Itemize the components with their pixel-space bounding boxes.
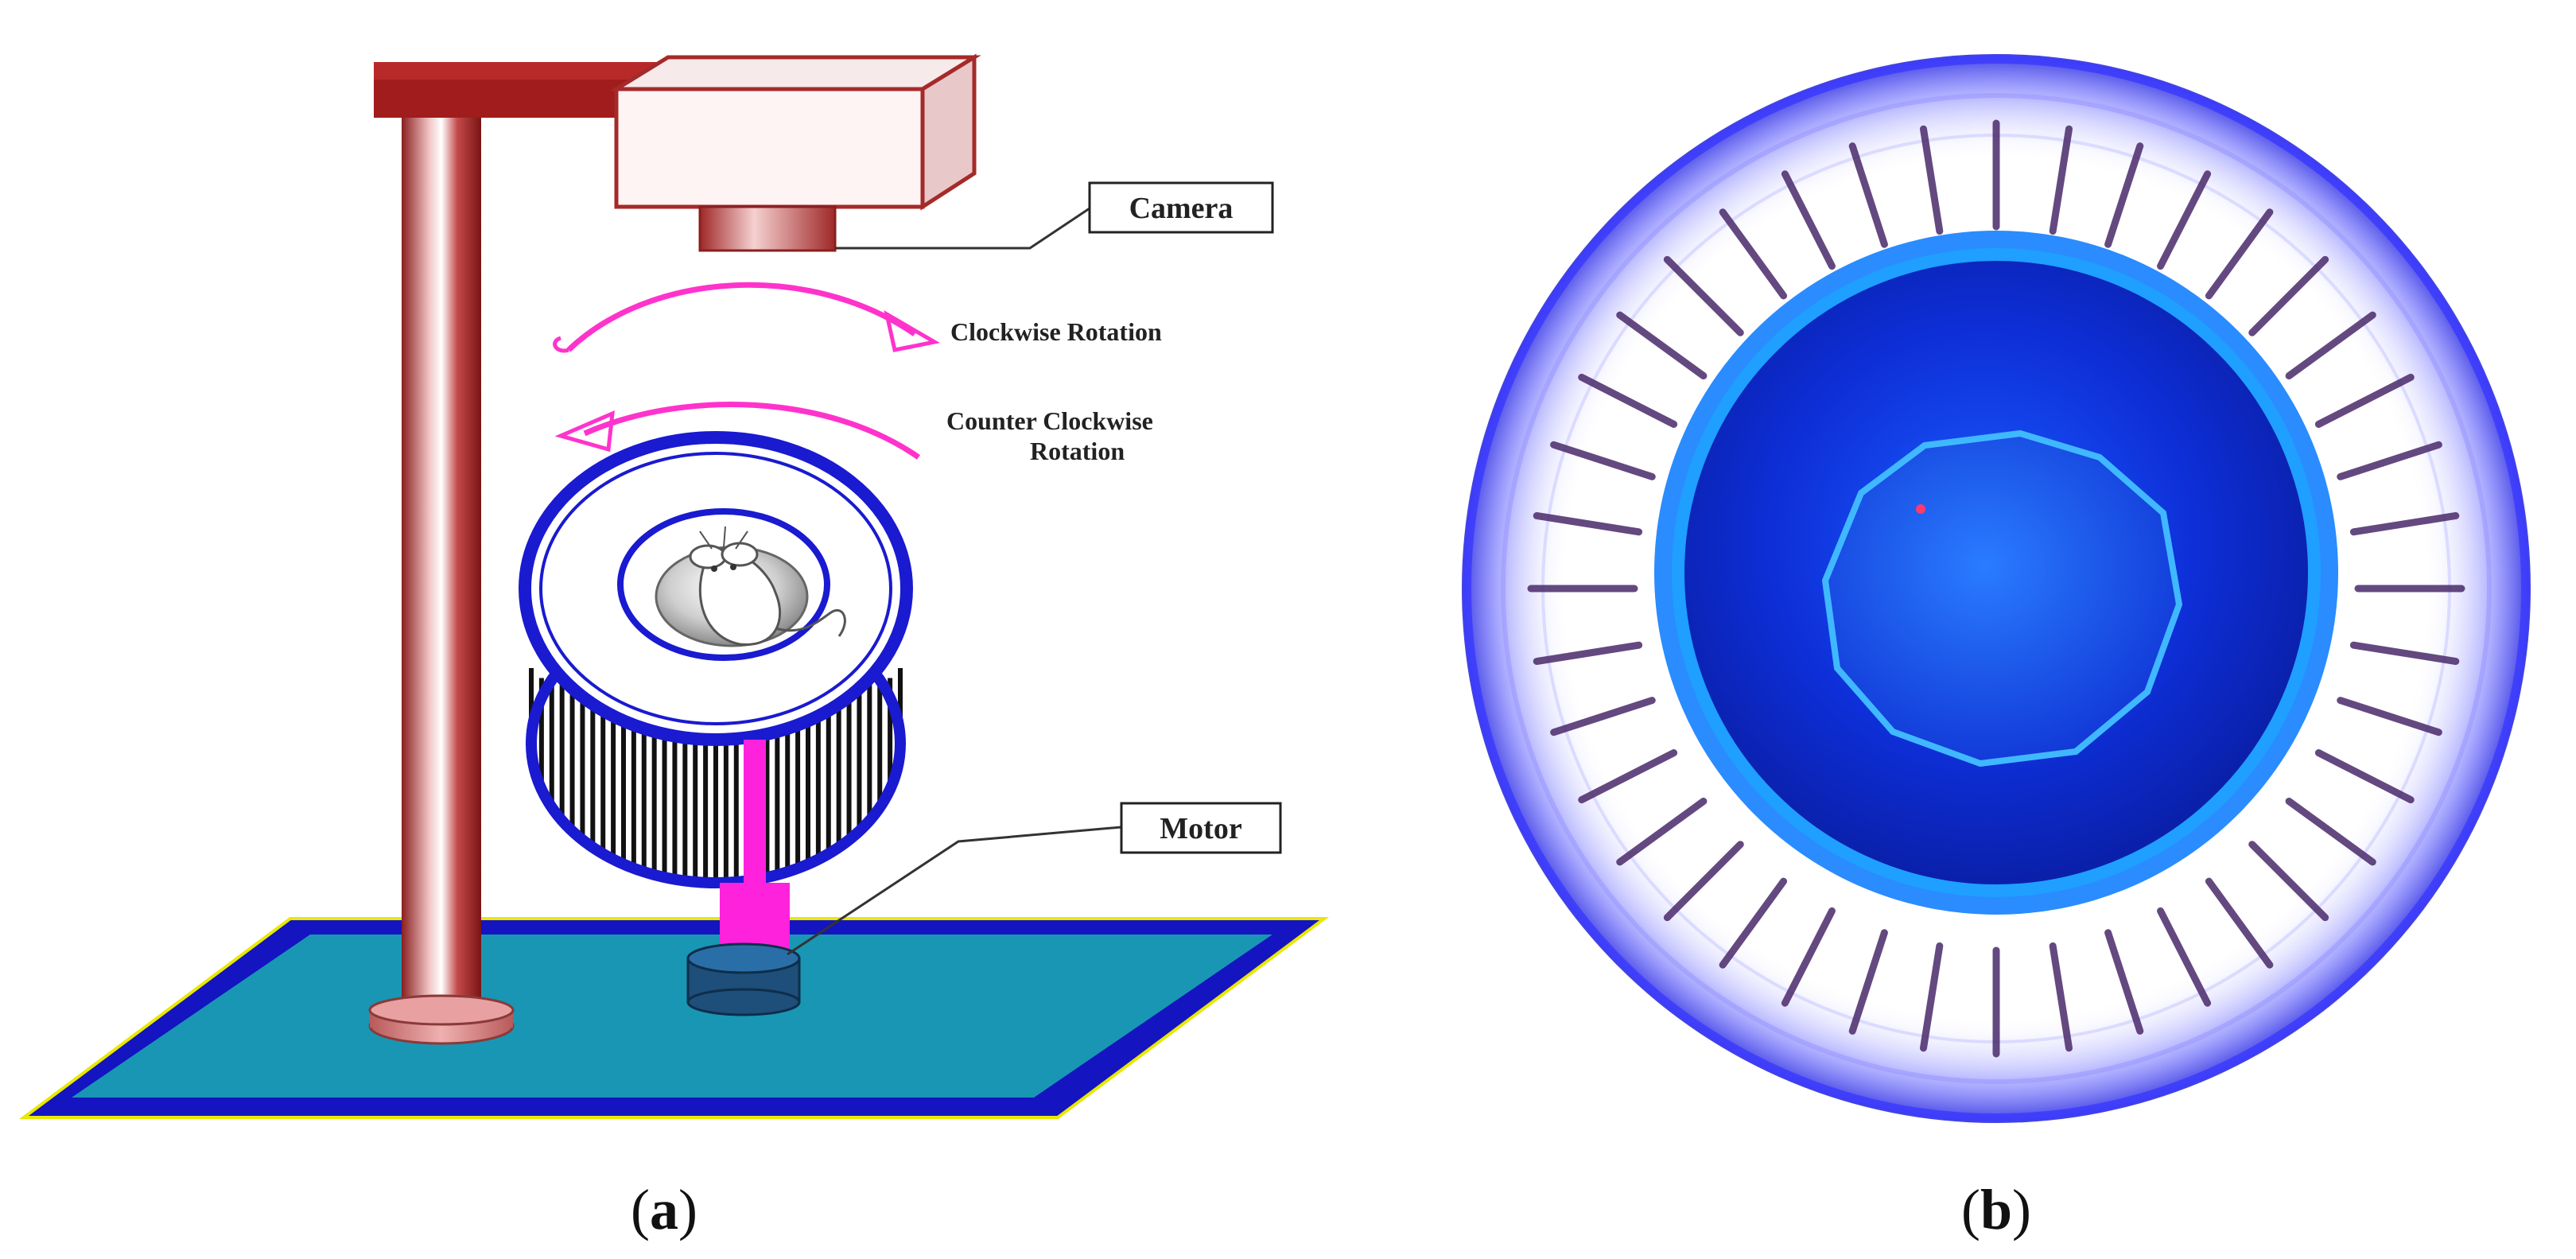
clockwise-arrow: Clockwise Rotation [553,282,1162,353]
motor-assembly [686,740,801,1016]
radial-bar [1781,170,1836,270]
radial-bar [2285,311,2376,380]
counter-clockwise-label-line2: Rotation [1030,437,1125,465]
radial-bar [2049,125,2073,235]
radial-bar [2337,441,2442,480]
camera-label: Camera [835,181,1274,250]
radial-bar [2104,929,2144,1035]
radial-bar [2104,142,2144,248]
radial-bar [1719,877,1788,969]
radial-bar [1533,511,1643,536]
radial-bar [1663,841,1744,922]
radial-bar [1550,697,1656,736]
radial-bar [2349,641,2460,666]
camera-label-text: Camera [1129,192,1234,225]
radial-bar [1578,373,1678,428]
radial-bar [2314,373,2415,428]
radial-bar [1616,311,1708,380]
radial-bar [1848,929,1888,1035]
radial-bar [1848,142,1888,248]
radial-bar [2248,255,2329,336]
radial-bar [1919,942,1944,1052]
radial-bar [2337,697,2442,736]
counter-clockwise-label-line1: Counter Clockwise [946,406,1153,435]
radial-bar [1533,641,1643,666]
radial-bar [2248,841,2329,922]
radial-bar [2049,942,2073,1052]
radial-bar [2205,877,2274,969]
radial-bar [2157,170,2212,270]
rotating-wheel [519,431,913,907]
motor-label-text: Motor [1160,812,1242,845]
radial-bar [2285,797,2376,866]
camera-stand [368,62,700,1045]
panel-a: Camera Clockwise Rotation Counter Clockw… [18,53,1330,1242]
radial-bar [1919,125,1944,235]
mouse-illustration [655,526,846,647]
center-platform [1821,429,2183,767]
radial-bar [2205,208,2274,300]
clockwise-label: Clockwise Rotation [950,317,1162,346]
radial-bar [1781,907,1836,1007]
radial-bar [1550,441,1656,480]
radial-bar [1616,797,1708,866]
radial-bar [2157,907,2212,1007]
radial-bar [1663,255,1744,336]
counter-clockwise-arrow: Counter Clockwise Rotation [554,402,1153,465]
panel-b: (b) [1462,54,2531,1242]
radial-bars [1527,119,2465,1058]
camera-body [609,53,981,252]
panel-a-letter: (a) [631,1178,697,1242]
radial-bar [2314,749,2415,804]
radial-bar [2349,511,2460,536]
panel-b-letter: (b) [1961,1178,2031,1242]
motor-label: Motor [787,802,1282,956]
base-platform [18,917,1330,1119]
radial-bar [1578,749,1678,804]
radial-bar [1719,208,1788,300]
